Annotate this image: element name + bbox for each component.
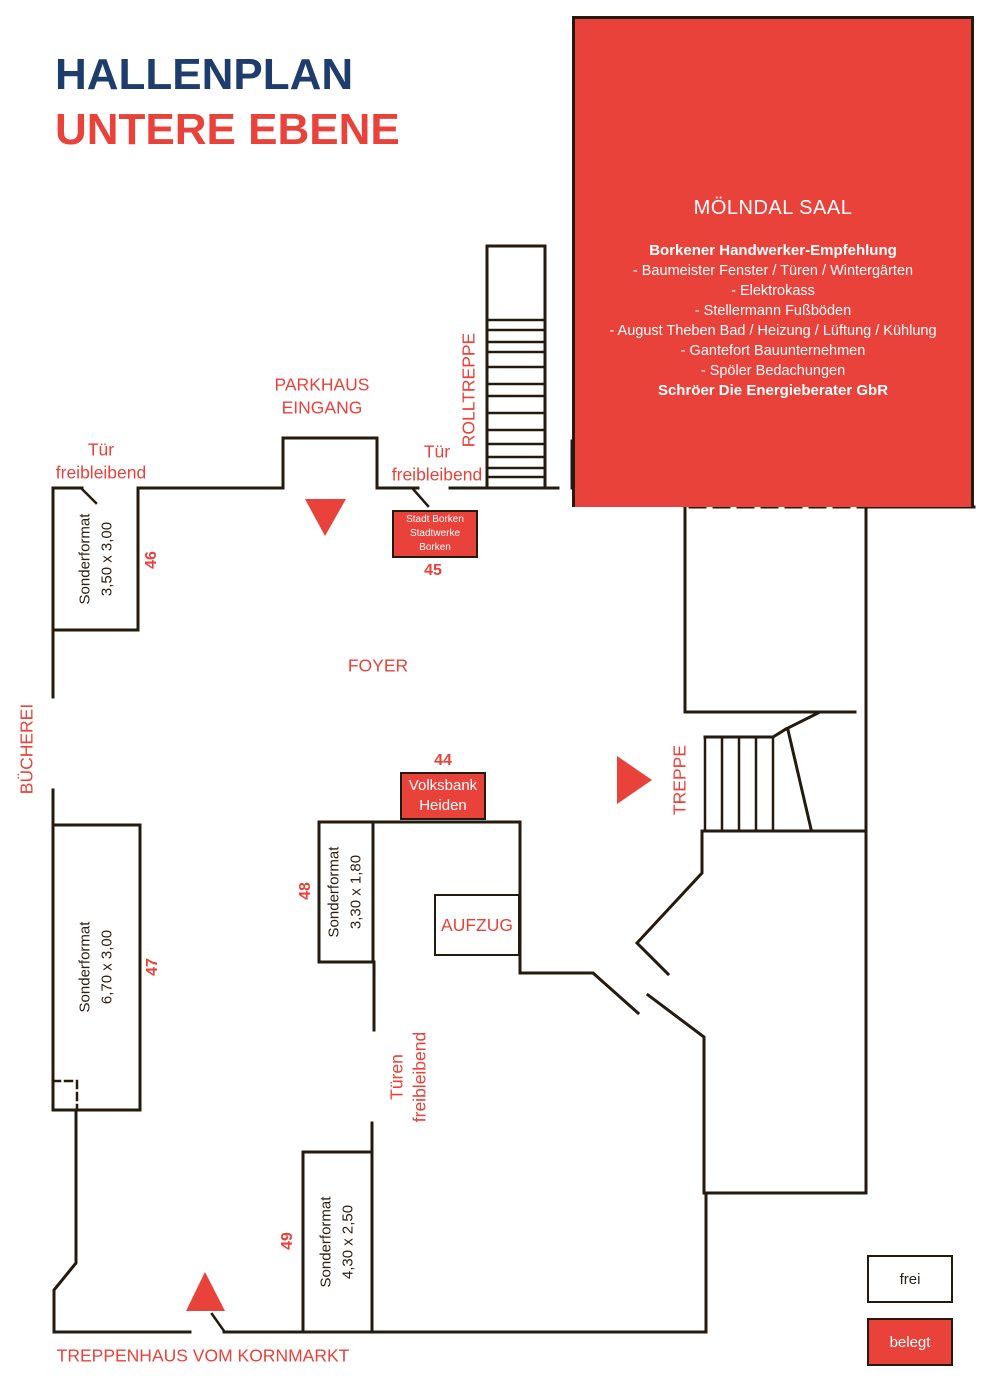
saal-exhibitor: - Spöler Bedachungen xyxy=(700,363,846,379)
arrow-right-treppe-icon xyxy=(617,756,652,804)
booth-45-occupant: Stadt Borken Stadtwerke Borken xyxy=(406,514,464,553)
booth-48-outline xyxy=(317,820,375,964)
booth-47-number: 47 xyxy=(144,958,161,976)
saal-exhibitor: - Gantefort Bauunternehmen xyxy=(680,343,866,359)
booth-48-number: 48 xyxy=(297,882,314,900)
saal-exhibitors-footer: Schröer Die Energieberater GbR xyxy=(657,382,889,399)
booth-49-label: Sonderformat 4,30 x 2,50 xyxy=(315,1197,359,1288)
under-saal-room xyxy=(683,505,857,714)
door-swing-kornmarkt xyxy=(210,1312,226,1333)
saal-exhibitor: - August Theben Bad / Heizung / Lüftung … xyxy=(609,323,937,339)
area-label-treppenhaus-kornmarkt: TREPPENHAUS VOM KORNMARKT xyxy=(56,1345,350,1366)
aufzug-box: AUFZUG xyxy=(434,894,520,956)
saal-exhibitor: - Baumeister Fenster / Türen / Wintergär… xyxy=(632,263,914,279)
booth-48-type: Sonderformat xyxy=(325,846,343,938)
booth-49-number: 49 xyxy=(279,1232,296,1250)
stairs-shape xyxy=(634,726,868,977)
page-subtitle: UNTERE EBENE xyxy=(55,105,400,154)
mid-wall xyxy=(371,820,641,1016)
legend-occupied-label: belegt xyxy=(889,1333,931,1351)
door-swing-left xyxy=(80,487,98,505)
booth-47-type: Sonderformat xyxy=(76,921,94,1013)
saal-exhibitors-header: Borkener Handwerker-Empfehlung xyxy=(649,242,897,259)
saal-name: MÖLNDAL SAAL xyxy=(693,197,853,219)
booth-49-outline xyxy=(301,1150,374,1334)
page-title: HALLENPLAN xyxy=(55,50,354,99)
escalator-shape xyxy=(485,244,547,490)
area-label-treppe: TREPPE xyxy=(669,744,690,816)
top-wall xyxy=(136,436,420,490)
booth-49-type: Sonderformat xyxy=(317,1196,335,1288)
arrow-down-parkhaus-icon xyxy=(305,499,346,536)
booth-48-size: 3,30 x 1,80 xyxy=(347,854,364,930)
under-saal-diagonal xyxy=(783,710,821,732)
booth-45: Stadt Borken Stadtwerke Borken xyxy=(392,510,478,558)
saal-exhibitor-list: Borkener Handwerker-Empfehlung - Baumeis… xyxy=(575,241,971,401)
saal-exhibitor: - Stellermann Fußböden xyxy=(694,303,852,319)
booth-46-type: Sonderformat xyxy=(76,513,94,605)
legend-free-label: frei xyxy=(899,1270,921,1288)
area-label-foyer: FOYER xyxy=(347,655,409,676)
arrow-up-kornmarkt-icon xyxy=(186,1272,225,1311)
label-tueren-freibleibend: Türen freibleibend xyxy=(386,1031,429,1123)
bottom-right-wall xyxy=(222,505,868,1334)
booth-44-occupant: Volksbank Heiden xyxy=(408,776,478,814)
booth-47-outline xyxy=(51,823,142,1112)
area-label-parkhaus-eingang: PARKHAUS EINGANG xyxy=(274,374,370,417)
saal-exhibitor: - Elektrokass xyxy=(731,283,815,299)
area-label-rolltreppe: ROLLTREPPE xyxy=(458,332,479,448)
booth-47-size: 6,70 x 3,00 xyxy=(98,929,115,1005)
label-tuer-freibleibend-rechts: Tür freibleibend xyxy=(391,441,483,484)
booth-46-number: 46 xyxy=(143,551,160,569)
booth-44: Volksbank Heiden xyxy=(400,772,486,820)
label-tuer-freibleibend-links: Tür freibleibend xyxy=(55,439,147,482)
area-label-buecherei: BÜCHEREI xyxy=(16,703,37,795)
booth-44-number: 44 xyxy=(434,752,452,769)
legend-occupied-box: belegt xyxy=(867,1318,953,1366)
booth-46-size: 3,50 x 3,00 xyxy=(98,521,115,597)
booth-45-number: 45 xyxy=(424,562,442,579)
left-wall-bottom xyxy=(52,1108,78,1334)
booth-47-dashed-corner xyxy=(51,1079,79,1110)
booth-46-label: Sonderformat 3,50 x 3,00 xyxy=(74,514,118,605)
booth-48-label: Sonderformat 3,30 x 1,80 xyxy=(323,847,367,938)
mid-wall-diagonal xyxy=(645,992,706,1195)
legend-free-box: frei xyxy=(867,1255,953,1303)
door-swing-right xyxy=(411,487,430,508)
moelndal-saal-block: MÖLNDAL SAAL Borkener Handwerker-Empfehl… xyxy=(572,16,974,507)
booth-47-label: Sonderformat 6,70 x 3,00 xyxy=(74,922,118,1013)
aufzug-label: AUFZUG xyxy=(441,914,513,935)
booth-49-size: 4,30 x 2,50 xyxy=(339,1204,356,1280)
